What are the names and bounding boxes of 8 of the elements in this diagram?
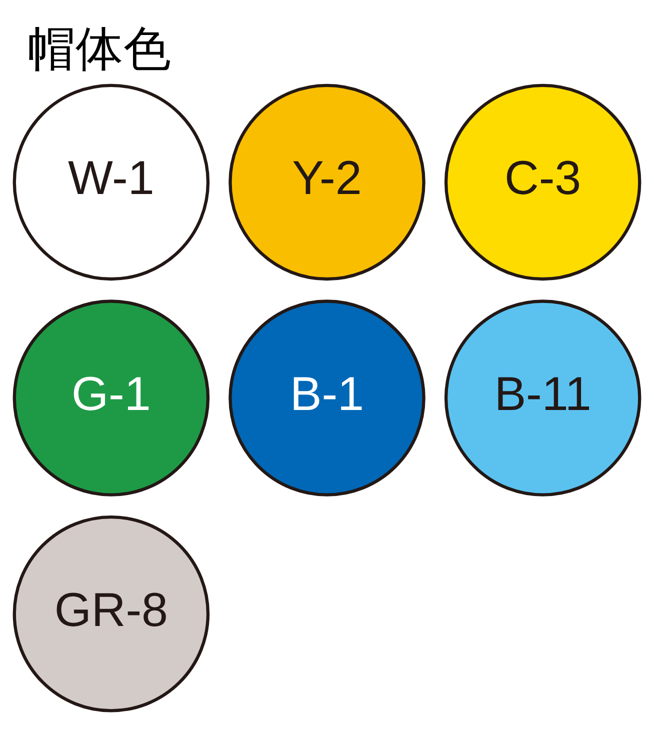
node-circle: GR-8 xyxy=(12,515,210,712)
node-circle: W-1 xyxy=(12,84,210,281)
node-circle: B-1 xyxy=(228,300,426,496)
node-circle: Y-2 xyxy=(228,84,426,281)
node-circle: B-11 xyxy=(444,300,642,496)
node-circle: C-3 xyxy=(444,84,642,281)
node-circle: G-1 xyxy=(12,300,210,496)
diagram-title: 帽体色 xyxy=(27,22,172,76)
